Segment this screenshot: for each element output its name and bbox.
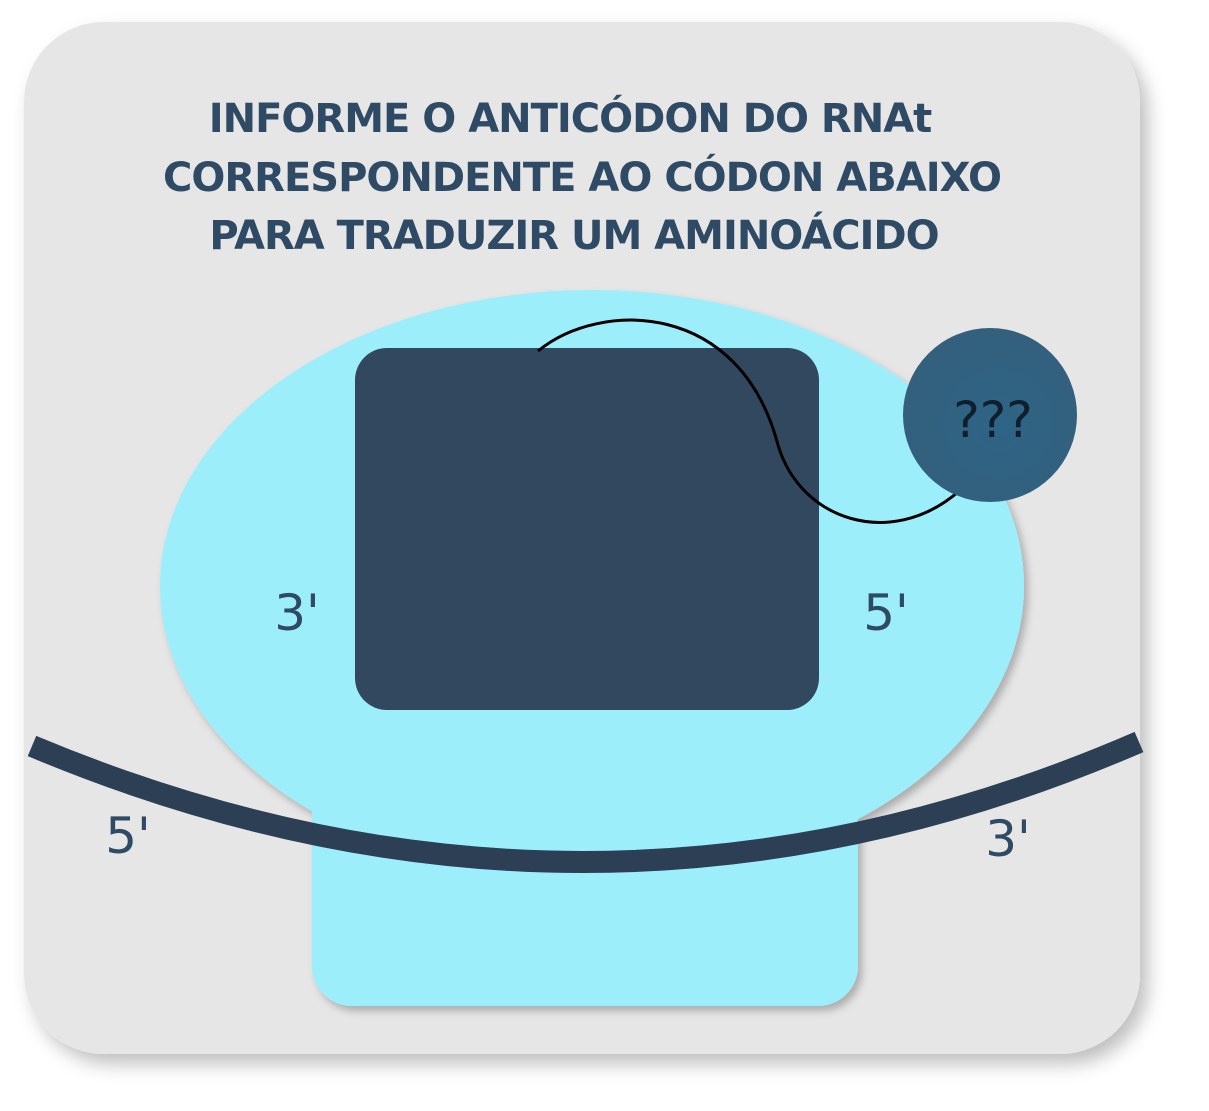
mrna-left-end-label: 5' (105, 807, 151, 865)
amino-acid: ??? (903, 328, 1077, 502)
title-line-3: PARA TRADUZIR UM AMINOÁCIDO (209, 211, 938, 259)
mrna-right-end-label: 3' (985, 810, 1031, 868)
trna-right-end-label: 5' (863, 584, 909, 642)
trna-body (355, 348, 819, 710)
title-line-1: INFORME O ANTICÓDON DO RNAt (209, 94, 932, 142)
title-line-2: CORRESPONDENTE AO CÓDON ABAIXO (163, 153, 1001, 201)
mrna-strand (27, 731, 1144, 873)
anticodon-placeholder: ??? (953, 391, 1033, 449)
amino-acid-circle (903, 328, 1077, 502)
amino-acid-link (537, 318, 959, 524)
trna-left-end-label: 3' (274, 584, 320, 642)
question-title: INFORME O ANTICÓDON DO RNAt CORRESPONDEN… (163, 94, 1002, 259)
